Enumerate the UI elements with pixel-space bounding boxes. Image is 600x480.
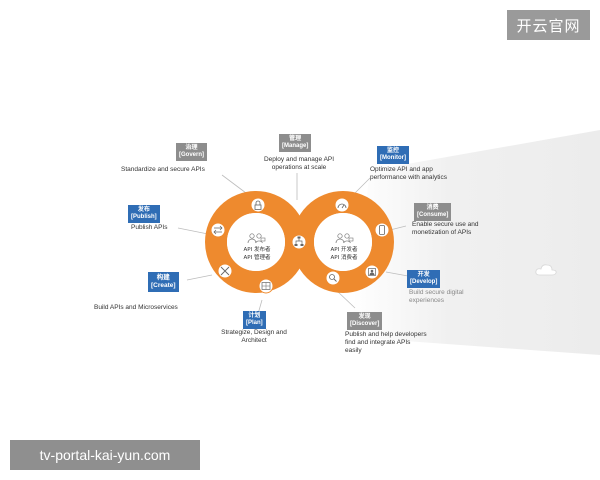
badge-discover-en: [Discover] — [350, 321, 380, 327]
desc-govern-line1: Standardize and secure APIs — [121, 166, 205, 173]
desc-plan-line1: Strategize, Design and — [221, 329, 287, 336]
badge-consume: 消费 [Consume] — [414, 203, 452, 221]
badge-publish-zh: 发布 — [137, 207, 150, 213]
center-right-line1: API 开发者 — [331, 245, 358, 253]
desc-develop: Build secure digital experiences — [409, 289, 464, 305]
search-icon — [325, 270, 341, 286]
lock-icon — [250, 197, 266, 213]
desc-publish-line1: Publish APIs — [131, 224, 168, 231]
badge-consume-en: [Consume] — [417, 212, 449, 218]
desc-manage-line1: Deploy and manage API — [263, 156, 335, 163]
badge-monitor-en: [Monitor] — [380, 155, 406, 161]
desc-monitor-line1: Optimize API and app — [370, 166, 433, 173]
desc-publish: Publish APIs — [131, 224, 168, 232]
desc-manage: Deploy and manage API operations at scal… — [263, 156, 335, 172]
code-icon — [364, 264, 380, 280]
badge-discover: 发现 [Discover] — [347, 312, 383, 330]
badge-plan-en: [Plan] — [246, 320, 263, 326]
people-icon — [247, 233, 266, 244]
network-icon — [291, 234, 307, 250]
badge-develop: 开发 [Develop] — [407, 270, 441, 288]
desc-govern: Standardize and secure APIs — [121, 166, 205, 174]
badge-manage-en: [Manage] — [282, 143, 309, 149]
tools-icon — [217, 263, 233, 279]
badge-develop-en: [Develop] — [410, 279, 438, 285]
desc-discover-line1: Publish and help developers — [345, 331, 427, 338]
center-left-line1: API 发布者 — [244, 245, 271, 253]
desc-consume-line2: monetization of APIs — [412, 229, 472, 236]
badge-publish: 发布 [Publish] — [128, 205, 160, 223]
desc-create: Build APIs and Microservices — [94, 304, 178, 312]
desc-develop-line1: Build secure digital — [409, 289, 464, 296]
badge-monitor-zh: 监控 — [386, 148, 399, 154]
desc-plan-line2: Architect — [241, 337, 267, 344]
gauge-icon — [334, 197, 350, 213]
center-right-line2: API 消费者 — [331, 253, 358, 261]
badge-manage: 管理 [Manage] — [279, 134, 312, 152]
badge-publish-en: [Publish] — [131, 214, 157, 220]
desc-manage-line2: operations at scale — [271, 164, 327, 171]
badge-monitor: 监控 [Monitor] — [377, 146, 409, 164]
mobile-icon — [374, 222, 390, 238]
badge-govern: 治理 [Govern] — [176, 143, 208, 161]
badge-discover-zh: 发现 — [358, 314, 371, 320]
desc-plan: Strategize, Design and Architect — [214, 329, 294, 345]
desc-monitor: Optimize API and app performance with an… — [370, 166, 447, 182]
badge-create-zh: 构建 — [156, 274, 170, 281]
badge-manage-zh: 管理 — [289, 136, 302, 142]
badge-create-en: [Create] — [151, 282, 176, 289]
desc-discover: Publish and help developers find and int… — [345, 331, 427, 355]
badge-govern-en: [Govern] — [179, 152, 205, 158]
desc-discover-line3: easily — [345, 347, 362, 354]
badge-plan-zh: 计划 — [248, 313, 261, 319]
badge-plan: 计划 [Plan] — [243, 311, 266, 329]
badge-create: 构建 [Create] — [148, 272, 179, 292]
desc-consume: Enable secure use and monetization of AP… — [412, 221, 479, 237]
desc-monitor-line2: performance with analytics — [370, 174, 447, 181]
desc-create-line1: Build APIs and Microservices — [94, 304, 178, 311]
people-icon — [335, 233, 354, 244]
desc-consume-line1: Enable secure use and — [412, 221, 479, 228]
arrows-icon — [210, 222, 226, 238]
blueprint-icon — [258, 278, 274, 294]
cloud-icon — [535, 264, 557, 276]
desc-develop-line2: experiences — [409, 297, 445, 304]
badge-consume-zh: 消费 — [426, 205, 439, 211]
badge-develop-zh: 开发 — [417, 272, 430, 278]
center-left-line2: API 管理者 — [244, 253, 271, 261]
watermark-bottom: tv-portal-kai-yun.com — [10, 440, 200, 470]
badge-govern-zh: 治理 — [185, 145, 198, 151]
desc-discover-line2: find and integrate APIs — [345, 339, 411, 346]
watermark-top: 开云官网 — [507, 10, 590, 40]
